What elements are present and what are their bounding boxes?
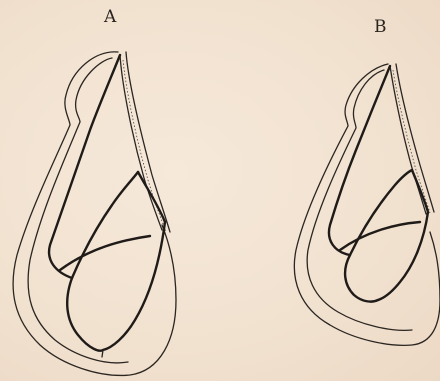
wing-a-vein-inner-cross bbox=[60, 236, 150, 270]
wing-b-vein-cross bbox=[350, 170, 412, 255]
wing-a-vein-lower bbox=[67, 278, 103, 351]
wing-b-inner-margin bbox=[307, 70, 412, 330]
wing-a-outline bbox=[13, 52, 176, 376]
wing-a-vein-right bbox=[103, 222, 165, 350]
wing-a-vein-cross bbox=[72, 172, 138, 278]
figure-label-b: B bbox=[374, 17, 387, 37]
figure-label-a: A bbox=[104, 7, 116, 27]
wing-a-inner-margin bbox=[28, 58, 128, 363]
wing-b-vein-inner-cross bbox=[340, 222, 420, 250]
wing-b-stigma-outer bbox=[396, 64, 434, 212]
wing-b bbox=[294, 64, 440, 345]
wing-b-vein-lower bbox=[345, 255, 378, 302]
wing-b-vein-radius bbox=[329, 66, 390, 255]
wing-a-stigma-outer bbox=[126, 52, 170, 232]
wing-a bbox=[13, 52, 176, 376]
wing-b-outline bbox=[294, 64, 440, 345]
wing-b-vein-upper-cell bbox=[412, 170, 428, 212]
wing-b-stigma-dots bbox=[393, 70, 430, 213]
wing-a-vein-upper-cell bbox=[138, 172, 165, 222]
